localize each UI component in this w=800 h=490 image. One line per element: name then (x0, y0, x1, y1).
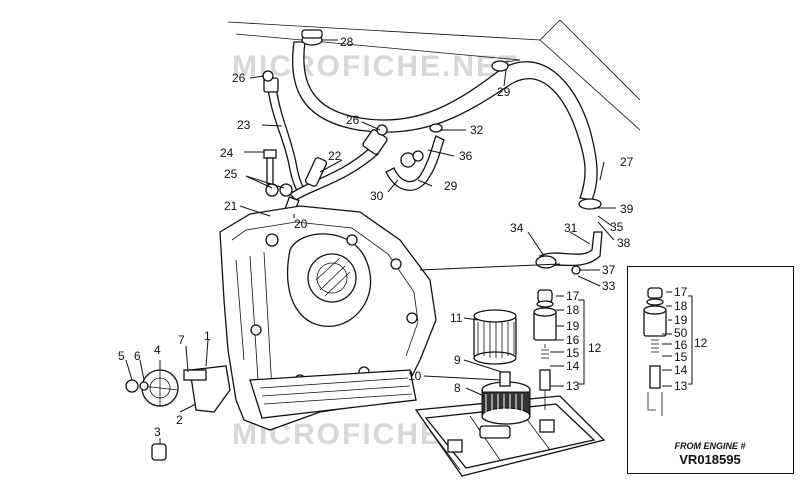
callout-22: 22 (328, 149, 342, 163)
frame-outline (227, 19, 641, 131)
relief-valve-assembly (533, 289, 557, 410)
callout-27: 27 (620, 155, 634, 169)
callout-30: 30 (370, 189, 384, 203)
oil-filter (473, 309, 517, 365)
inset-callout-16: 16 (674, 338, 688, 352)
callout-37: 37 (602, 263, 616, 277)
callout-9: 9 (454, 353, 461, 367)
breather-small-hose (385, 123, 445, 191)
oil-strainer (479, 371, 531, 439)
inset-caption-line1: FROM ENGINE # (674, 441, 746, 451)
inset-callout-19: 19 (674, 313, 688, 327)
callout-20: 20 (294, 217, 308, 231)
inset-callout-15: 15 (674, 350, 688, 364)
engine-crankcase (219, 205, 437, 431)
inset-callout-13: 13 (674, 379, 688, 393)
callout-24: 24 (220, 146, 234, 160)
callout-34: 34 (510, 221, 524, 235)
callout-8: 8 (454, 381, 461, 395)
callout-29: 29 (444, 179, 458, 193)
callout-26: 26 (232, 71, 246, 85)
callout-1: 1 (204, 329, 211, 343)
inset-frame (627, 266, 794, 474)
callout-7: 7 (178, 333, 185, 347)
oil-pipe-22 (288, 124, 388, 201)
callout-13: 13 (566, 379, 580, 393)
callout-2: 2 (176, 413, 183, 427)
callout-10: 10 (408, 369, 422, 383)
inset-relief-valve: 17 18 19 50 16 12 15 14 13 (643, 285, 708, 416)
inset-callout-14: 14 (674, 363, 688, 377)
callout-23: 23 (237, 118, 251, 132)
callout-19: 19 (566, 319, 580, 333)
callout-15: 15 (566, 346, 580, 360)
callout-31: 31 (564, 221, 578, 235)
callout-12: 12 (588, 341, 602, 355)
callout-labels: 28 26 29 23 26 32 22 36 24 25 29 30 21 2… (118, 35, 634, 439)
hose-clamp-28 (301, 29, 323, 39)
callout-35: 35 (610, 220, 624, 234)
callout-29: 29 (497, 85, 511, 99)
callout-32: 32 (470, 123, 484, 137)
inset-callout-17: 17 (674, 285, 688, 299)
callout-26: 26 (346, 113, 360, 127)
leader-lines (125, 39, 616, 444)
inset-caption-line2: VR018595 (679, 452, 741, 467)
callout-28: 28 (340, 35, 354, 49)
callout-39: 39 (620, 202, 634, 216)
callout-16: 16 (566, 333, 580, 347)
callout-3: 3 (154, 425, 161, 439)
inset-caption: FROM ENGINE # VR018595 (631, 441, 789, 467)
callout-21: 21 (224, 199, 238, 213)
inset-callout-12: 12 (694, 336, 708, 350)
oil-pipe-23 (262, 70, 307, 197)
inset-callout-50: 50 (674, 326, 688, 340)
callout-18: 18 (566, 303, 580, 317)
inset-callout-18: 18 (674, 299, 688, 313)
callout-14: 14 (566, 359, 580, 373)
callout-6: 6 (134, 349, 141, 363)
callout-17: 17 (566, 289, 580, 303)
callout-11: 11 (450, 311, 463, 325)
callout-36: 36 (459, 149, 473, 163)
callout-4: 4 (154, 343, 161, 357)
callout-5: 5 (118, 349, 125, 363)
hose-clamp-29-top (491, 59, 521, 72)
callout-38: 38 (617, 236, 631, 250)
callout-33: 33 (602, 279, 616, 293)
oil-line-31 (535, 231, 603, 275)
callout-25: 25 (224, 167, 238, 181)
